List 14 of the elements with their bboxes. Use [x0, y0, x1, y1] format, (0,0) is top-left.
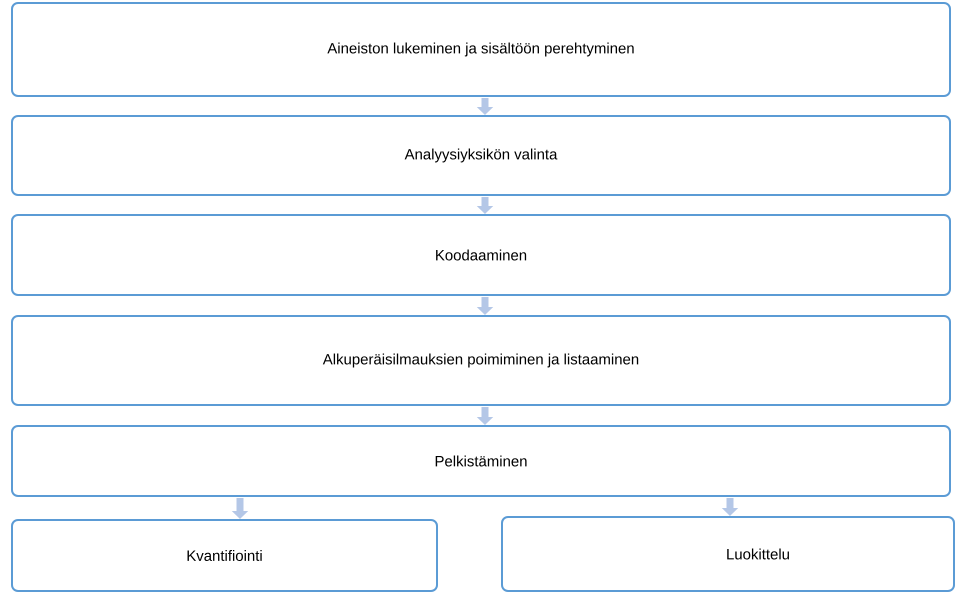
process-box [11, 425, 951, 497]
node-label: Luokittelu [727, 548, 789, 560]
node-label: Alkuperäisilmauksien poimiminen ja listaaminen [322, 354, 638, 368]
node-label: Kvantifiointi [188, 550, 262, 561]
node-label: Pelkistäminen [436, 456, 527, 466]
process-box [501, 516, 955, 592]
process-box [11, 315, 951, 406]
node-label: Analyysiyksikön valinta [404, 148, 558, 162]
process-box [11, 519, 438, 592]
node-label: Aineiston lukeminen ja sisältöön perehtyminen [327, 42, 634, 56]
node-label: Koodaaminen [436, 250, 526, 260]
process-box [11, 214, 951, 296]
process-box [11, 115, 951, 196]
process-box [11, 2, 951, 97]
